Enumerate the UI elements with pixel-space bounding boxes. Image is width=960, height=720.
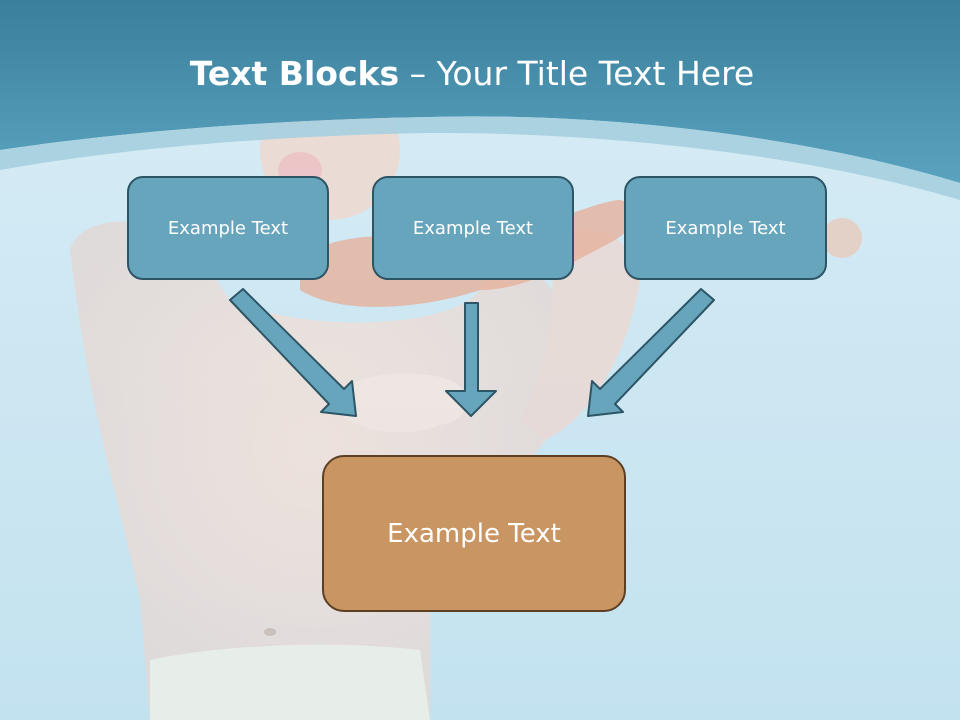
photo-violin-scroll [822, 218, 862, 258]
header-swoosh [0, 116, 960, 200]
target-block[interactable]: Example Text [322, 455, 626, 612]
text-block-2-label: Example Text [412, 217, 534, 239]
text-block-3-label: Example Text [665, 217, 786, 239]
slide-title: Text Blocks – Your Title Text Here [0, 52, 944, 96]
text-block-2[interactable]: Example Text [372, 176, 574, 280]
photo-torso [70, 221, 560, 720]
title-dash: – [399, 54, 437, 93]
target-block-label: Example Text [387, 518, 561, 549]
header-band [0, 0, 960, 183]
photo-arm [520, 230, 640, 440]
photo-navel [264, 628, 276, 636]
text-block-1[interactable]: Example Text [127, 176, 329, 280]
title-bold: Text Blocks [189, 54, 400, 93]
photo-skirt [150, 644, 430, 720]
text-block-3[interactable]: Example Text [624, 176, 827, 280]
photo-hand [340, 373, 469, 433]
title-rest: Your Title Text Here [436, 54, 755, 93]
text-block-1-label: Example Text [167, 217, 289, 239]
